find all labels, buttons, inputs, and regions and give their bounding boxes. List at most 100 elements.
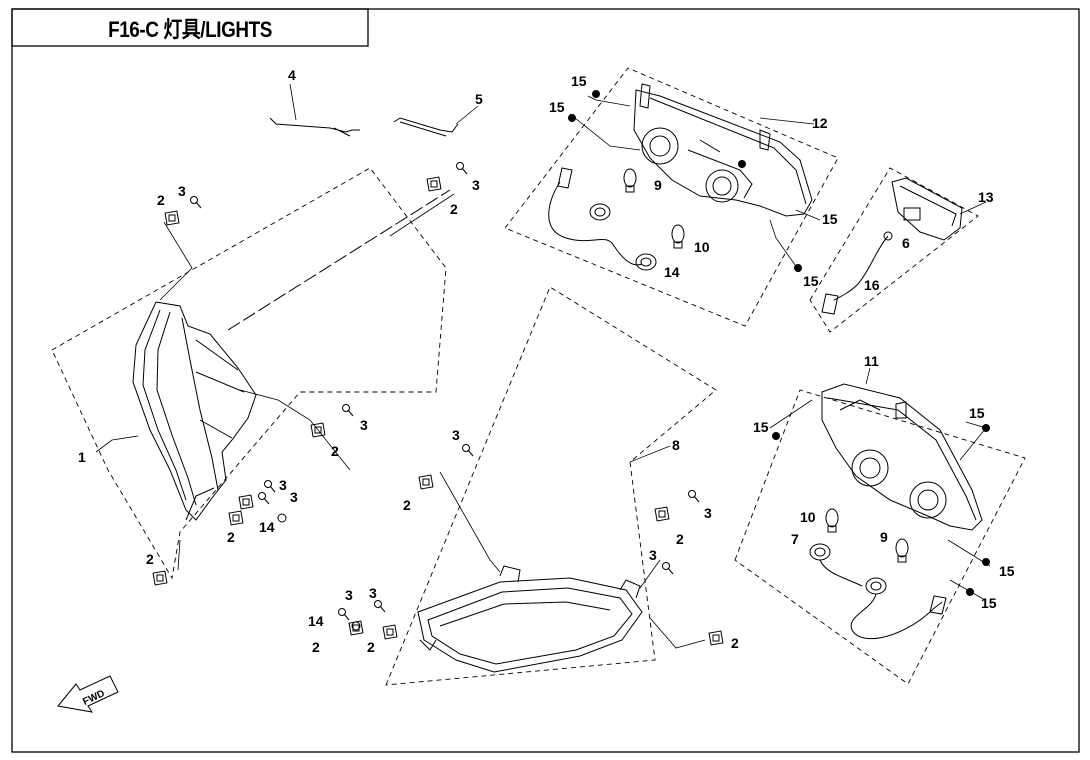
screw-part-3-shank xyxy=(263,497,270,505)
screw-part-3-shank xyxy=(467,449,474,457)
screw-part-3 xyxy=(258,492,266,500)
callout-3: 3 xyxy=(360,417,368,433)
callout-9: 9 xyxy=(880,529,888,545)
callout-3: 3 xyxy=(704,505,712,521)
clip-part-2-detail xyxy=(242,498,250,506)
clip-part-2 xyxy=(238,494,254,510)
wire-part-5 xyxy=(393,117,459,137)
clip-part-2 xyxy=(418,474,434,490)
group-front-cover-outline xyxy=(385,286,717,686)
fwd-arrow-icon: FWD xyxy=(57,675,119,713)
title-box-border xyxy=(11,8,369,47)
callout-3: 3 xyxy=(649,547,657,563)
clip-part-2 xyxy=(152,570,168,586)
screw-part-3 xyxy=(264,480,272,488)
clip-part-2 xyxy=(164,210,180,226)
callout-4: 4 xyxy=(288,67,296,83)
bulb-10-right xyxy=(825,508,839,533)
group-plate-light-outline xyxy=(809,167,979,333)
callout-14: 14 xyxy=(308,613,324,629)
screw-part-3 xyxy=(456,162,464,170)
callout-10: 10 xyxy=(694,239,710,255)
clip-part-2 xyxy=(228,510,244,526)
group-taillight-right-outline xyxy=(734,389,1026,685)
callout-15: 15 xyxy=(999,563,1015,579)
callout-2: 2 xyxy=(227,529,235,545)
callout-3: 3 xyxy=(290,489,298,505)
callout-8: 8 xyxy=(672,437,680,453)
clip-part-2-detail xyxy=(658,510,666,518)
clip-part-2 xyxy=(426,176,442,192)
clip-part-2 xyxy=(310,422,326,438)
callout-5: 5 xyxy=(475,91,483,107)
clip-part-2-detail xyxy=(352,624,360,632)
callout-3: 3 xyxy=(369,585,377,601)
headlight-assembly xyxy=(132,189,451,521)
screw-part-3-shank xyxy=(667,567,674,575)
clip-part-2 xyxy=(708,630,724,646)
callout-6: 6 xyxy=(902,235,910,251)
callouts: 1 4 5 2 3 3 2 3 2 3 3 14 2 2 15 15 12 9 … xyxy=(78,67,1015,655)
screw-part-3 xyxy=(190,196,198,204)
callout-2: 2 xyxy=(731,635,739,651)
bulb-9-right xyxy=(895,538,909,563)
clip-part-2-detail xyxy=(430,180,438,188)
callout-15: 15 xyxy=(981,595,997,611)
callout-15: 15 xyxy=(571,73,587,89)
screw-part-3-shank xyxy=(379,605,386,613)
socket-right-lower xyxy=(865,577,887,595)
callout-15: 15 xyxy=(969,405,985,421)
screw-part-15 xyxy=(738,160,746,168)
callout-7: 7 xyxy=(791,531,799,547)
callout-9: 9 xyxy=(654,177,662,193)
clip-part-2 xyxy=(382,624,398,640)
harness-right-wire xyxy=(819,559,943,640)
leader-lines xyxy=(95,83,991,649)
clip-part-2-detail xyxy=(712,634,720,642)
connector-left xyxy=(557,167,573,189)
callout-12: 12 xyxy=(812,115,828,131)
clip-part-2-detail xyxy=(156,574,164,582)
clip-part-2-detail xyxy=(314,426,322,434)
clip-part-2 xyxy=(348,620,364,636)
callout-10: 10 xyxy=(800,509,816,525)
callout-14: 14 xyxy=(664,264,680,280)
socket-left-upper xyxy=(589,203,611,221)
clip-part-2-detail xyxy=(168,214,176,222)
screw-part-15 xyxy=(592,90,600,98)
callout-11: 11 xyxy=(864,353,879,369)
taillight-left-assembly xyxy=(633,83,813,217)
callout-2: 2 xyxy=(367,639,375,655)
screw-part-3-shank xyxy=(347,409,354,417)
callout-3: 3 xyxy=(452,427,460,443)
screw-part-3 xyxy=(342,404,350,412)
front-light-cover xyxy=(417,565,643,673)
screw-part-3-shank xyxy=(461,167,468,175)
clip-part-2-detail xyxy=(232,514,240,522)
plate-light-assembly xyxy=(821,177,963,315)
screw-part-3 xyxy=(338,608,346,616)
callout-2: 2 xyxy=(676,531,684,547)
callout-15: 15 xyxy=(822,211,838,227)
harness-left-wire xyxy=(548,181,643,266)
screw-part-3-shank xyxy=(343,613,350,621)
screw-part-3-shank xyxy=(195,201,202,209)
diagram-border xyxy=(11,8,1080,753)
callout-15: 15 xyxy=(549,99,565,115)
socket-7-right xyxy=(809,543,831,561)
taillight-right-assembly xyxy=(821,383,983,531)
screw-part-15 xyxy=(982,558,990,566)
callout-2: 2 xyxy=(157,192,165,208)
screw-part-15 xyxy=(772,432,780,440)
socket-14-left xyxy=(635,253,657,271)
callout-15: 15 xyxy=(753,419,769,435)
bulb-10-left xyxy=(671,224,685,249)
callout-16: 16 xyxy=(864,277,880,293)
screw-part-3 xyxy=(374,600,382,608)
callout-2: 2 xyxy=(450,201,458,217)
callout-14: 14 xyxy=(259,519,275,535)
clip-part-2 xyxy=(654,506,670,522)
screw-part-3-shank xyxy=(693,495,700,503)
callout-2: 2 xyxy=(403,497,411,513)
